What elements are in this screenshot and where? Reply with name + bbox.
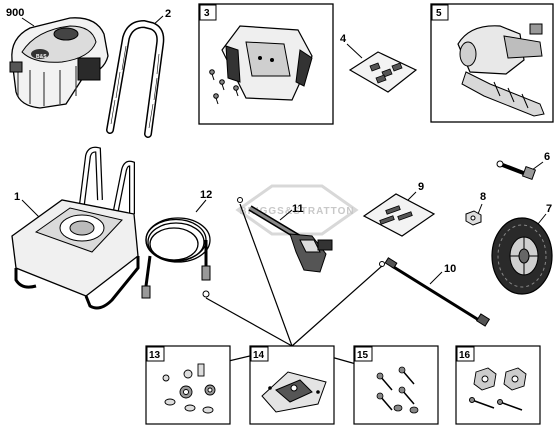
part-nozzle-kit[interactable]: 9 (362, 181, 436, 237)
part-label-11: 11 (292, 203, 304, 215)
part-label-1: 1 (14, 191, 20, 203)
part-label-8: 8 (480, 191, 486, 203)
part-label-12: 12 (200, 189, 212, 201)
part-label-13: 13 (149, 350, 161, 361)
part-handle[interactable]: 2 (106, 8, 171, 138)
part-label-2: 2 (165, 8, 171, 20)
part-frame[interactable]: 1 (11, 146, 140, 310)
part-pump[interactable]: 5 (430, 3, 554, 123)
part-engine[interactable]: 900 B&S (6, 7, 109, 109)
part-label-16: 16 (459, 350, 471, 361)
leader-lines (205, 203, 383, 365)
part-spray-gun[interactable]: 11 (237, 197, 333, 273)
part-label-900: 900 (6, 7, 24, 19)
part-label-14: 14 (253, 350, 265, 361)
watermark: BRIGGS&STRATTON (235, 184, 359, 236)
part-nut[interactable]: 8 (465, 191, 486, 226)
part-label-4: 4 (340, 33, 347, 45)
part-hardware-bag[interactable]: 4 (340, 33, 418, 93)
part-axle-bolt[interactable]: 6 (496, 151, 550, 181)
part-label-7: 7 (546, 203, 552, 215)
part-label-3: 3 (204, 8, 210, 19)
svg-text:B&S: B&S (36, 54, 47, 60)
part-label-10: 10 (444, 263, 456, 275)
watermark-text: BRIGGS&STRATTON (239, 206, 354, 217)
part-gun-holder-kit[interactable]: 14 (249, 345, 335, 425)
part-label-5: 5 (436, 8, 442, 19)
part-label-9: 9 (418, 181, 424, 193)
part-bolt-kit[interactable]: 15 (353, 345, 439, 425)
part-handle-knob-kit[interactable]: 16 (455, 345, 541, 425)
part-high-pressure-hose[interactable]: 12 (141, 189, 212, 299)
part-wheel[interactable]: 7 (491, 203, 553, 295)
part-label-6: 6 (544, 151, 550, 163)
part-label-15: 15 (357, 350, 369, 361)
part-o-ring-kit[interactable]: 13 (145, 345, 231, 425)
part-spray-wand[interactable]: 10 (379, 257, 491, 327)
part-control-panel-kit[interactable]: 3 (198, 3, 334, 125)
